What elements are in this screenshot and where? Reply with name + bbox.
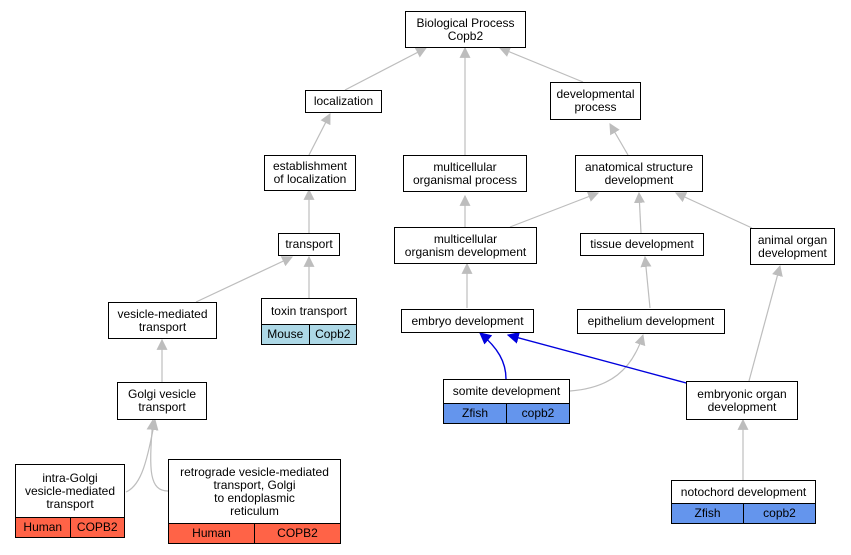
edge-dev-process-to-bp [498, 46, 584, 83]
node-tissue-development[interactable]: tissue development [580, 233, 704, 256]
node-transport[interactable]: transport [278, 233, 340, 256]
node-label: transport [285, 237, 333, 251]
edge-emb-organ-to-embryo-dev [506, 332, 691, 385]
node-establishment-of-localization[interactable]: establishment of localization [264, 155, 356, 191]
node-label: embryo development [411, 313, 524, 328]
edge-animal-organ-to-anat-dev [675, 192, 753, 229]
species-cell: Zfish [672, 504, 743, 523]
node-label: anatomical structure development [584, 159, 694, 187]
gene-cell: COPB2 [69, 518, 124, 537]
node-embryonic-organ-development[interactable]: embryonic organ development [686, 381, 798, 420]
node-label: multicellular organism development [404, 231, 527, 259]
node-localization[interactable]: localization [305, 90, 382, 113]
node-label: Biological Process Copb2 [416, 15, 515, 43]
node-label: retrograde vesicle-mediated transport, G… [180, 464, 329, 518]
node-label: vesicle-mediated transport [117, 306, 208, 334]
edge-anat-dev-to-dev-process [609, 123, 629, 156]
node-label: toxin transport [270, 304, 348, 318]
node-label: establishment of localization [272, 159, 348, 186]
node-label: embryonic organ development [697, 386, 787, 414]
node-label: Golgi vesicle transport [127, 387, 197, 414]
node-biological-process[interactable]: Biological Process Copb2 [405, 11, 526, 48]
edge-est-localization-to-localization [308, 113, 331, 156]
edge-retro-to-golgi [146, 418, 169, 492]
node-label: intra-Golgi vesicle-mediated transport [24, 470, 116, 511]
edge-somite-to-embryo-dev [479, 332, 507, 380]
node-label: epithelium development [587, 314, 715, 328]
node-label: notochord development [680, 484, 807, 499]
node-label: multicellular organismal process [412, 159, 518, 187]
node-retrograde-vesicle-transport[interactable]: retrograde vesicle-mediated transport, G… [168, 459, 341, 544]
node-toxin-transport[interactable]: toxin transport Mouse Copb2 [261, 298, 357, 345]
edge-somite-to-epith-dev [569, 333, 646, 392]
gene-cell: copb2 [506, 404, 569, 423]
node-animal-organ-development[interactable]: animal organ development [750, 228, 835, 265]
species-cell: Zfish [444, 404, 506, 423]
node-intra-golgi-transport[interactable]: intra-Golgi vesicle-mediated transport H… [15, 464, 125, 538]
species-cell: Human [16, 518, 70, 537]
edge-emb-organ-to-animal-organ [748, 264, 783, 382]
edge-localization-to-bp [344, 47, 427, 91]
node-label: animal organ development [757, 232, 828, 260]
node-vesicle-mediated-transport[interactable]: vesicle-mediated transport [108, 302, 217, 339]
edge-epith-dev-to-tissue-dev [640, 255, 652, 309]
node-golgi-vesicle-transport[interactable]: Golgi vesicle transport [117, 382, 207, 420]
node-anatomical-structure-development[interactable]: anatomical structure development [575, 155, 703, 192]
gene-cell: copb2 [743, 504, 815, 523]
species-cell: Human [169, 524, 254, 543]
node-label: tissue development [590, 237, 694, 251]
gene-cell: Copb2 [308, 325, 356, 344]
node-label: somite development [452, 384, 561, 398]
species-cell: Mouse [262, 325, 309, 344]
node-somite-development[interactable]: somite development Zfish copb2 [443, 379, 570, 424]
node-multicellular-organismal-process[interactable]: multicellular organismal process [403, 155, 527, 192]
edge-multi-dev-to-anat-dev [509, 191, 600, 228]
node-notochord-development[interactable]: notochord development Zfish copb2 [671, 480, 816, 524]
edge-intra-golgi-to-golgi [125, 418, 159, 493]
node-multicellular-organism-development[interactable]: multicellular organism development [394, 227, 537, 264]
gene-cell: COPB2 [254, 524, 340, 543]
node-label: developmental process [556, 87, 635, 114]
edge-vesicle-to-transport [195, 256, 293, 303]
node-label: localization [313, 94, 374, 108]
edge-tissue-dev-to-anat-dev [634, 191, 645, 234]
node-embryo-development[interactable]: embryo development [401, 309, 534, 333]
node-developmental-process[interactable]: developmental process [550, 82, 641, 120]
node-epithelium-development[interactable]: epithelium development [577, 309, 725, 334]
